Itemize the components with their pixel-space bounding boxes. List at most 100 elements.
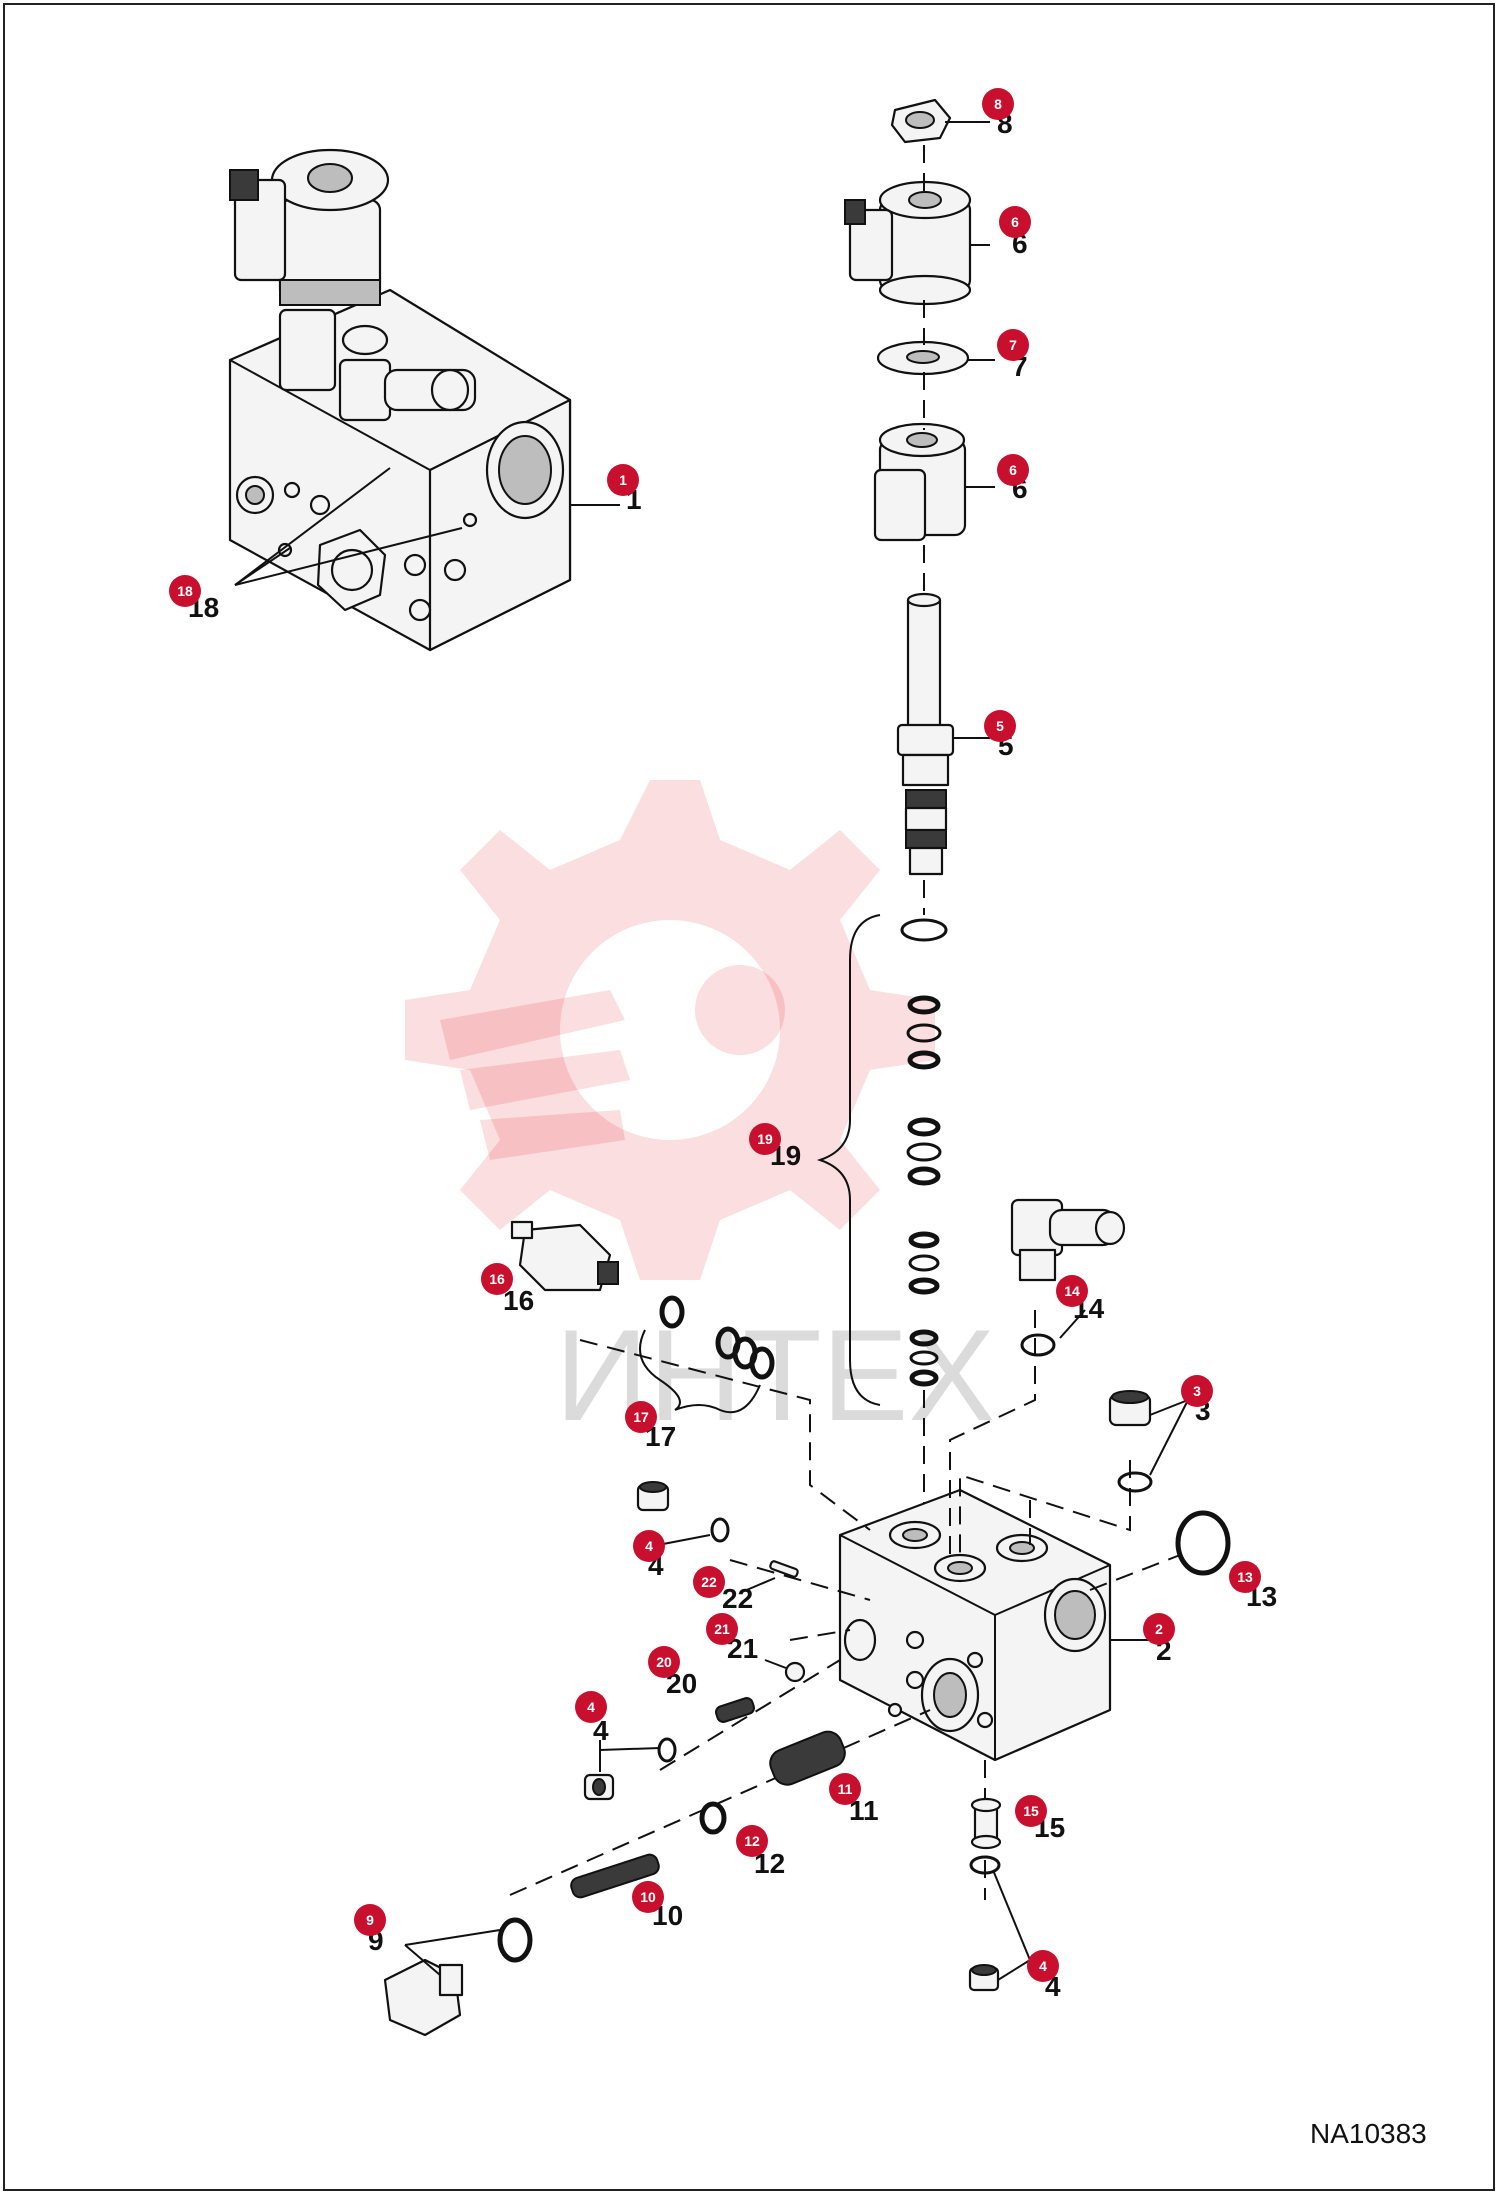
o-ring-part-14 bbox=[1020, 1333, 1056, 1357]
svg-text:4: 4 bbox=[1039, 1958, 1047, 1974]
callout-badge-18: 18 bbox=[169, 575, 201, 607]
svg-text:6: 6 bbox=[1011, 214, 1019, 230]
cartridge-valve-part-5 bbox=[896, 592, 955, 876]
svg-text:16: 16 bbox=[489, 1271, 505, 1287]
bracket-19 bbox=[816, 914, 881, 1406]
callout-badge-12: 12 bbox=[736, 1825, 768, 1857]
o-rings-part-17 bbox=[659, 1295, 775, 1380]
plug-part-9 bbox=[383, 1958, 464, 2037]
callout-badge-17: 17 bbox=[625, 1401, 657, 1433]
o-ring-part-4-lower bbox=[969, 1855, 1001, 1875]
fitting-part-15 bbox=[970, 1797, 1002, 1850]
diagram-border bbox=[3, 3, 1495, 2191]
ball-part-21 bbox=[784, 1661, 806, 1683]
relief-valve-part-16 bbox=[510, 1220, 619, 1292]
svg-text:8: 8 bbox=[994, 96, 1002, 112]
svg-text:10: 10 bbox=[640, 1889, 656, 1905]
callout-badge-16: 16 bbox=[481, 1263, 513, 1295]
svg-text:20: 20 bbox=[656, 1654, 672, 1670]
elbow-fitting-part-14 bbox=[1010, 1198, 1126, 1282]
callout-badge-11: 11 bbox=[829, 1773, 861, 1805]
svg-text:12: 12 bbox=[744, 1833, 760, 1849]
o-ring-part-4-middle bbox=[657, 1737, 677, 1763]
callout-badge-19: 19 bbox=[749, 1123, 781, 1155]
leader-lines-4b bbox=[599, 1740, 661, 1772]
callout-badge-21: 21 bbox=[706, 1613, 738, 1645]
callout-badge-13: 13 bbox=[1229, 1561, 1261, 1593]
plug-part-3 bbox=[1108, 1390, 1152, 1427]
callout-badge-15: 15 bbox=[1015, 1795, 1047, 1827]
part-label-22: 22 bbox=[722, 1583, 753, 1614]
svg-text:2: 2 bbox=[1155, 1621, 1163, 1637]
o-ring-part-3 bbox=[1117, 1471, 1153, 1493]
plug-part-4-middle bbox=[583, 1773, 615, 1801]
svg-text:4: 4 bbox=[587, 1699, 595, 1715]
callout-badge-4c: 4 bbox=[1027, 1950, 1059, 1982]
callout-badge-9: 9 bbox=[354, 1904, 386, 1936]
callout-badge-10: 10 bbox=[632, 1881, 664, 1913]
plug-part-4-lower bbox=[968, 1964, 1000, 1992]
callout-badge-3: 3 bbox=[1181, 1375, 1213, 1407]
valve-block-part-2 bbox=[838, 1488, 1112, 1762]
callout-badge-7: 7 bbox=[997, 329, 1029, 361]
svg-text:13: 13 bbox=[1237, 1569, 1253, 1585]
nut-part-8 bbox=[890, 98, 952, 144]
callout-badge-14: 14 bbox=[1056, 1275, 1088, 1307]
svg-text:7: 7 bbox=[1009, 337, 1017, 353]
svg-text:19: 19 bbox=[757, 1131, 773, 1147]
callout-badge-4a: 4 bbox=[633, 1530, 665, 1562]
svg-text:9: 9 bbox=[366, 1912, 374, 1928]
o-ring-part-4-upper bbox=[710, 1517, 730, 1543]
svg-text:3: 3 bbox=[1193, 1383, 1201, 1399]
coil-part-6-lower bbox=[873, 422, 967, 542]
pin-part-22 bbox=[769, 1560, 799, 1578]
washer-part-7 bbox=[876, 340, 970, 376]
svg-text:1: 1 bbox=[619, 472, 627, 488]
svg-text:21: 21 bbox=[714, 1621, 730, 1637]
leader-line-14 bbox=[1059, 1309, 1086, 1339]
leader-lines-18 bbox=[234, 467, 463, 586]
svg-text:15: 15 bbox=[1023, 1803, 1039, 1819]
drawing-reference: NA10383 bbox=[1310, 2118, 1427, 2149]
svg-text:17: 17 bbox=[633, 1409, 649, 1425]
leader-lines-9 bbox=[404, 1929, 501, 1976]
callout-badge-22: 22 bbox=[693, 1566, 725, 1598]
callout-badge-4b: 4 bbox=[575, 1691, 607, 1723]
svg-text:6: 6 bbox=[1009, 462, 1017, 478]
o-ring-set-part-19 bbox=[900, 918, 948, 1387]
svg-text:14: 14 bbox=[1064, 1283, 1080, 1299]
svg-text:4: 4 bbox=[645, 1538, 653, 1554]
svg-text:11: 11 bbox=[838, 1781, 853, 1797]
leader-line-21 bbox=[764, 1659, 787, 1669]
plug-part-4-upper bbox=[636, 1481, 670, 1512]
o-ring-part-9 bbox=[497, 1917, 533, 1963]
callout-badge-20: 20 bbox=[648, 1646, 680, 1678]
callout-badges: 1 2 3 4 4 4 5 6 6 7 8 9 10 11 12 13 14 1… bbox=[169, 88, 1261, 1982]
coil-part-6-upper bbox=[844, 180, 972, 306]
svg-text:5: 5 bbox=[996, 718, 1004, 734]
callout-badge-6a: 6 bbox=[999, 206, 1031, 238]
svg-text:22: 22 bbox=[701, 1574, 717, 1590]
o-ring-part-12 bbox=[699, 1801, 727, 1835]
leader-line-4a bbox=[657, 1534, 711, 1546]
spring-part-20 bbox=[715, 1697, 755, 1723]
leader-line-22 bbox=[741, 1577, 776, 1593]
watermark-logo bbox=[405, 780, 935, 1280]
bracket-17 bbox=[639, 1329, 761, 1414]
svg-text:18: 18 bbox=[177, 583, 193, 599]
assembled-valve-illustration bbox=[228, 148, 572, 652]
spring-part-10 bbox=[570, 1853, 660, 1899]
leader-lines-3 bbox=[1149, 1399, 1189, 1476]
spring-part-11 bbox=[769, 1730, 846, 1786]
callout-badge-8: 8 bbox=[982, 88, 1014, 120]
block-axis-lines bbox=[509, 1310, 1181, 1900]
callout-badge-5: 5 bbox=[984, 710, 1016, 742]
o-ring-part-13 bbox=[1175, 1510, 1231, 1576]
callout-badge-2: 2 bbox=[1143, 1613, 1175, 1645]
leader-lines-4c bbox=[992, 1869, 1031, 1981]
callout-badge-6b: 6 bbox=[997, 454, 1029, 486]
callout-badge-1: 1 bbox=[607, 464, 639, 496]
part-label-4b: 4 bbox=[593, 1715, 609, 1746]
